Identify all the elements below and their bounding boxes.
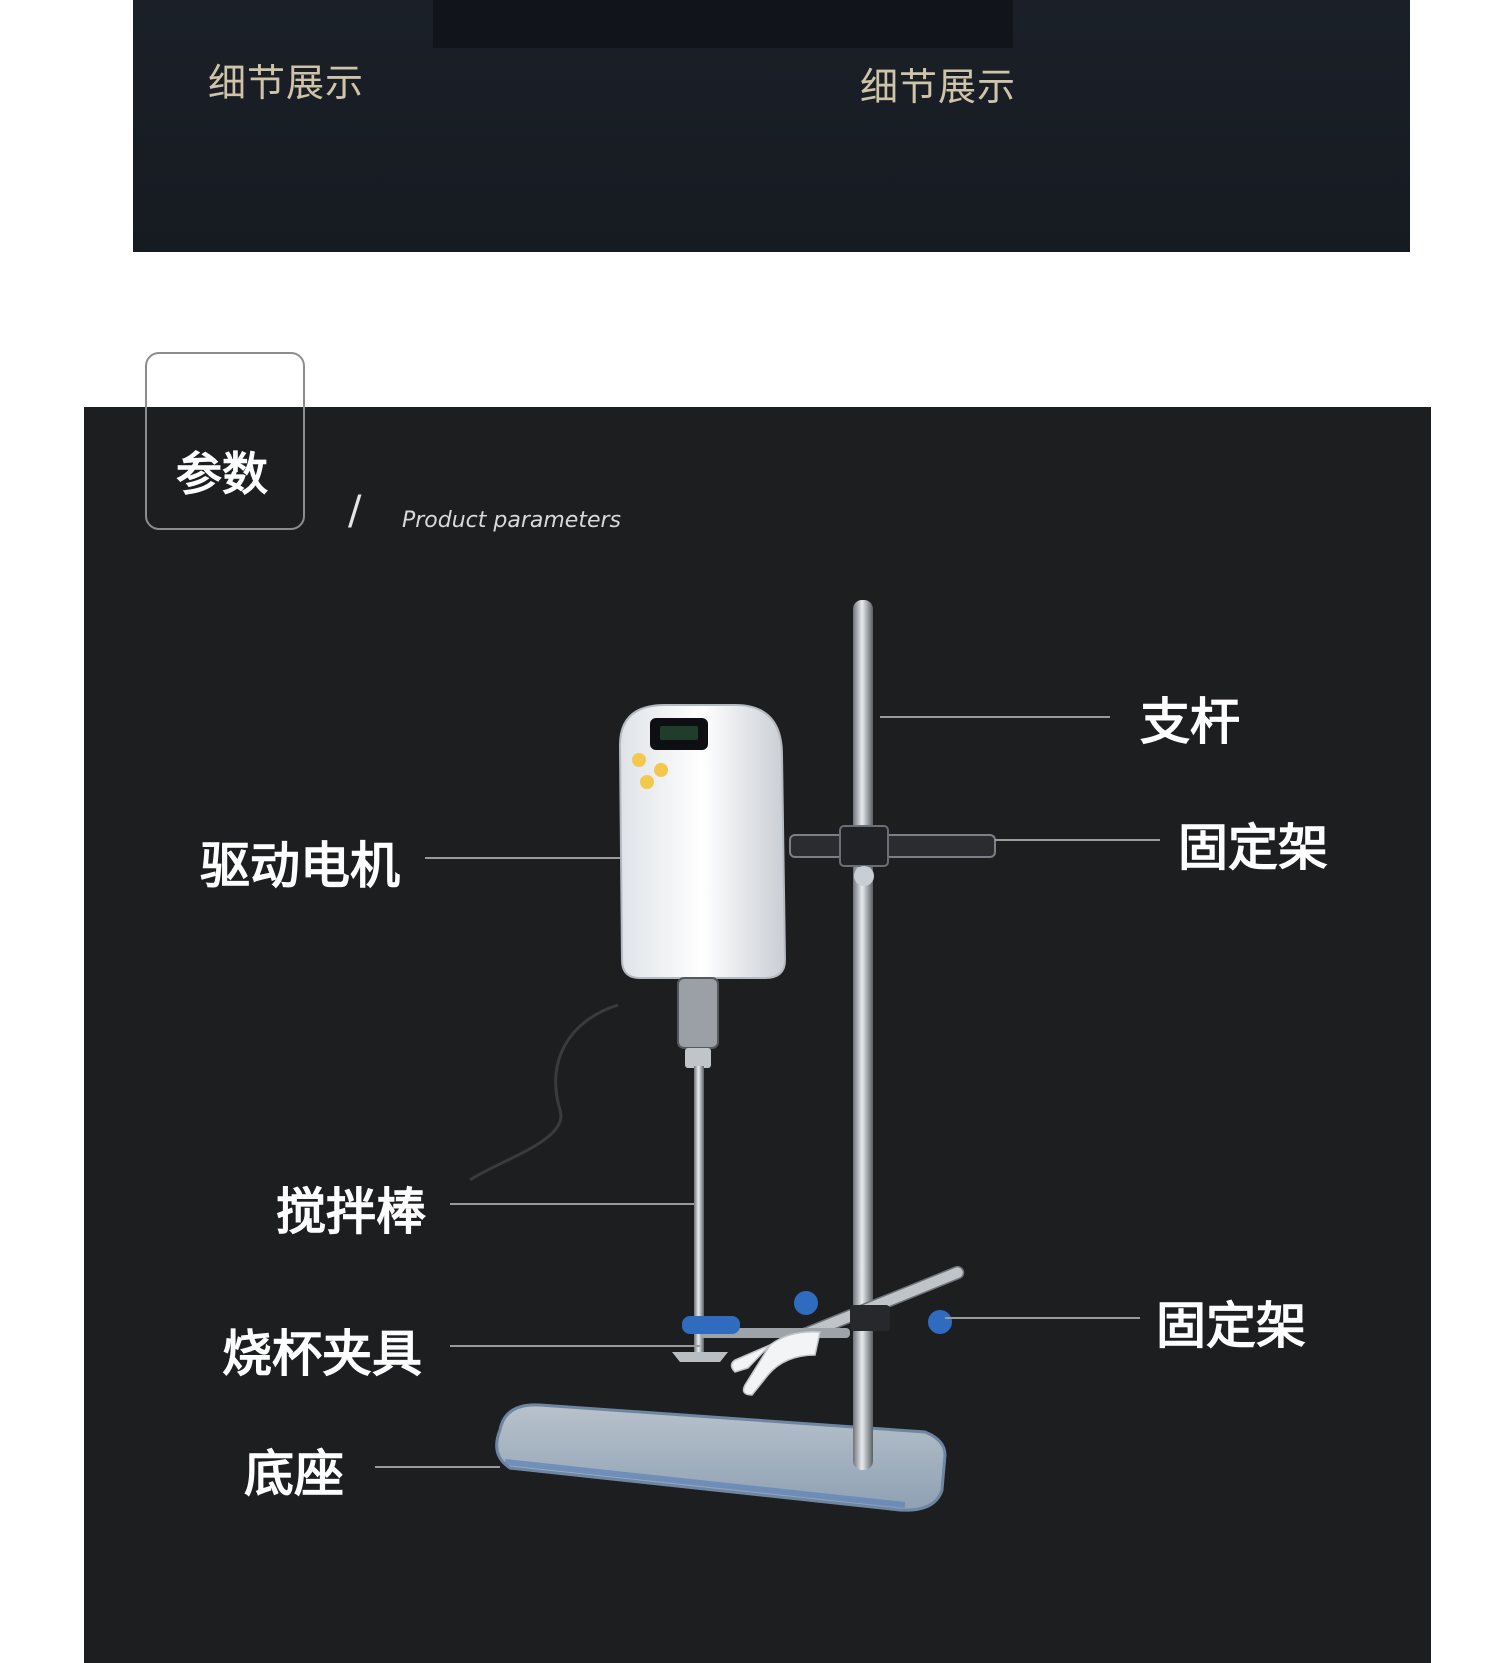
label-drive-motor: 驱动电机 [200,837,400,895]
stirring-rod [694,1066,704,1356]
banner-shadow [433,0,1013,48]
motor-button [654,763,668,777]
label-support-rod: 支杆 [1140,693,1240,751]
parameters-title: 参数 [176,447,268,501]
label-base: 底座 [244,1445,344,1503]
label-beaker-clamp: 烧杯夹具 [222,1325,422,1383]
beaker-clamp-knob [682,1316,740,1334]
bottom-clamp-knob [928,1310,952,1334]
parameters-subtitle: Product parameters [402,508,622,533]
parameters-title-box [145,352,305,530]
detail-label-left: 细节展示 [208,61,365,105]
bottom-clamp-knob [794,1291,818,1315]
support-rod [853,600,873,1470]
chuck [677,977,719,1049]
base-plate [495,1403,947,1512]
label-fixed-frame-bottom: 固定架 [1156,1297,1306,1355]
power-cable [469,1003,619,1182]
motor-button [632,753,646,767]
label-stirring-rod: 搅拌棒 [276,1183,426,1241]
impeller [672,1352,728,1362]
motor-button [640,775,654,789]
beaker-clamp-fork [730,1331,821,1396]
title-separator: / [348,488,362,534]
detail-banner [133,0,1410,252]
top-clamp-bar [789,834,996,858]
label-fixed-frame-top: 固定架 [1178,819,1328,877]
detail-label-right: 细节展示 [860,65,1017,109]
